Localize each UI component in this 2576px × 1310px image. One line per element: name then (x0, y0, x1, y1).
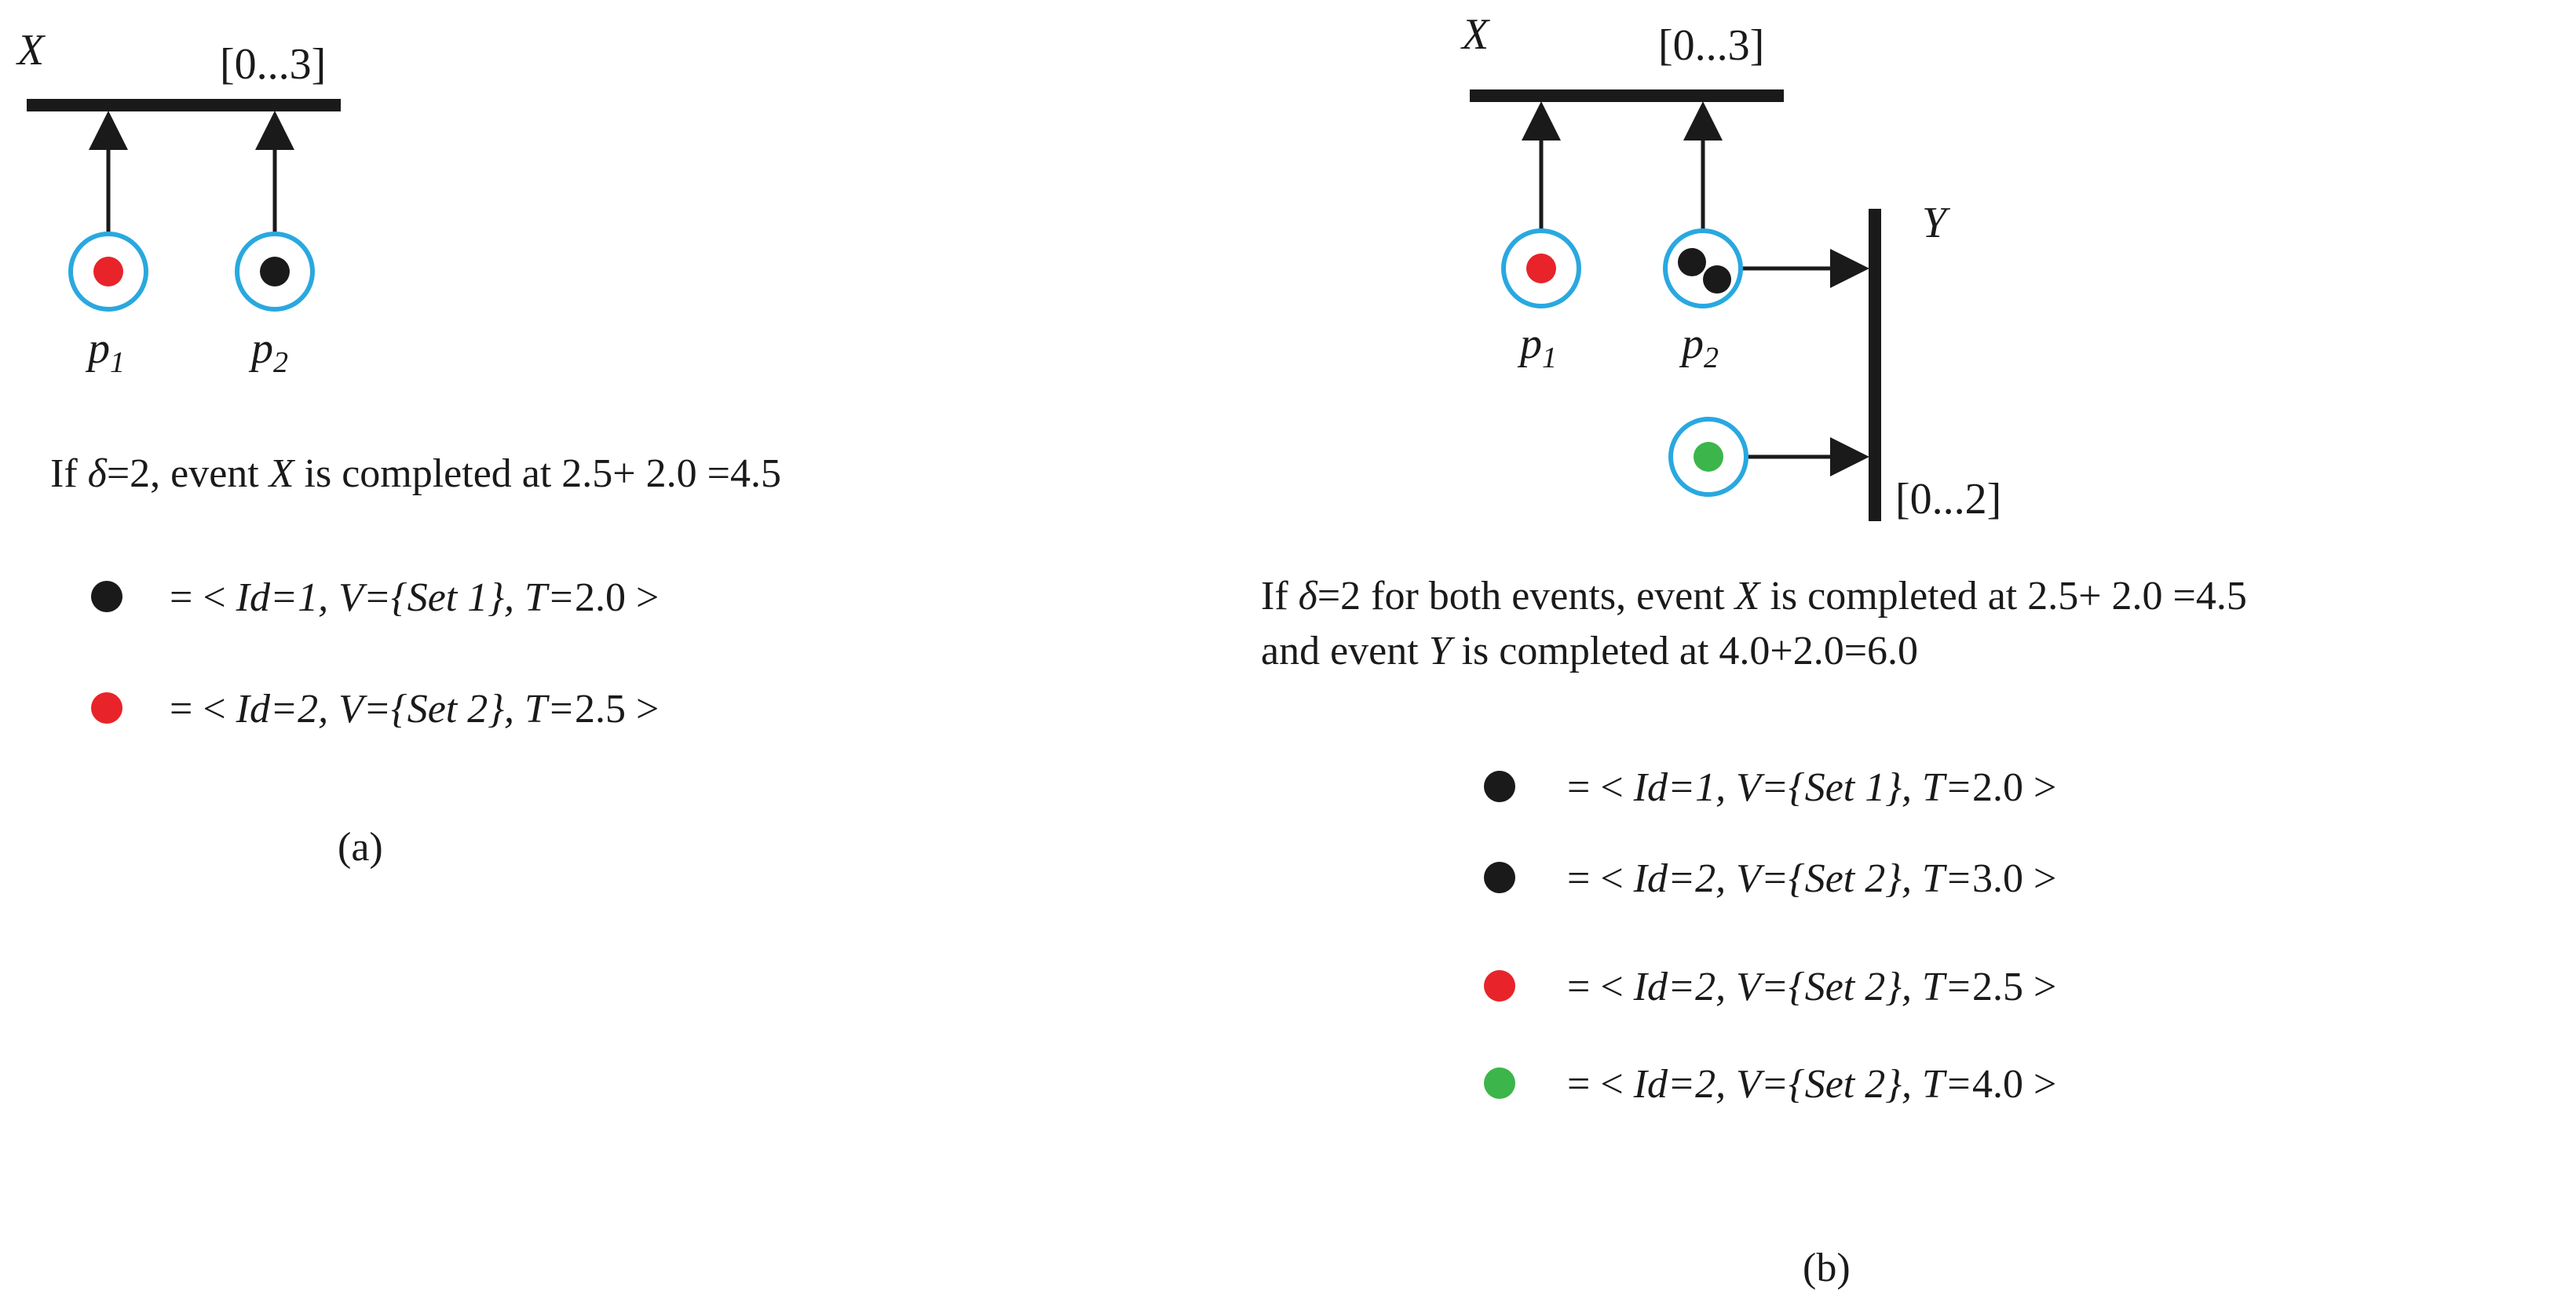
legend-entry: = < Id=2, V={Set 2}, T=2.5 > (170, 687, 659, 732)
transition-x-range: [0...3] (220, 40, 326, 89)
legend-token-icon (91, 581, 122, 612)
transition-x-bar (27, 99, 341, 111)
caption-b: (b) (1803, 1246, 1851, 1290)
transition-y-label: Y (1922, 199, 1951, 247)
condition-text-line2: and event Y is completed at 4.0+2.0=6.0 (1261, 629, 1918, 673)
place-p2-label: p2 (1679, 319, 1719, 374)
red-token (93, 257, 123, 286)
caption-a: (a) (338, 825, 383, 870)
red-token (1526, 254, 1556, 283)
legend-entry: = < Id=2, V={Set 2}, T=4.0 > (1567, 1062, 2056, 1107)
transition-y-bar (1869, 209, 1881, 521)
panel-a: X [0...3] p1 p2 If δ=2, event X is compl… (16, 26, 781, 870)
black-token (1703, 265, 1731, 294)
condition-text-line1: If δ=2 for both events, event X is compl… (1261, 574, 2247, 619)
legend-token-icon (1484, 771, 1515, 802)
green-token (1694, 442, 1723, 472)
transition-x-label: X (1460, 10, 1491, 59)
legend-token-icon (1484, 1067, 1515, 1099)
place-p1-label: p1 (85, 324, 125, 379)
panel-b: X [0...3] Y [0...2] p1 p2 If δ=2 for bot… (1261, 10, 2247, 1290)
transition-y-range: [0...2] (1895, 475, 2001, 524)
condition-text: If δ=2, event X is completed at 2.5+ 2.0… (50, 451, 781, 496)
legend-entry: = < Id=1, V={Set 1}, T=2.0 > (170, 575, 659, 620)
legend-entry: = < Id=2, V={Set 2}, T=3.0 > (1567, 856, 2056, 901)
legend-entry: = < Id=2, V={Set 2}, T=2.5 > (1567, 965, 2056, 1009)
place-p1-label: p1 (1517, 319, 1557, 374)
legend-token-icon (1484, 970, 1515, 1002)
place-p2-label: p2 (248, 324, 288, 379)
black-token (260, 257, 290, 286)
legend-token-icon (91, 692, 122, 724)
legend-token-icon (1484, 862, 1515, 893)
transition-x-label: X (16, 26, 46, 75)
legend-entry: = < Id=1, V={Set 1}, T=2.0 > (1567, 765, 2056, 810)
black-token (1678, 248, 1706, 276)
transition-x-bar (1470, 89, 1784, 102)
transition-x-range: [0...3] (1658, 21, 1764, 70)
